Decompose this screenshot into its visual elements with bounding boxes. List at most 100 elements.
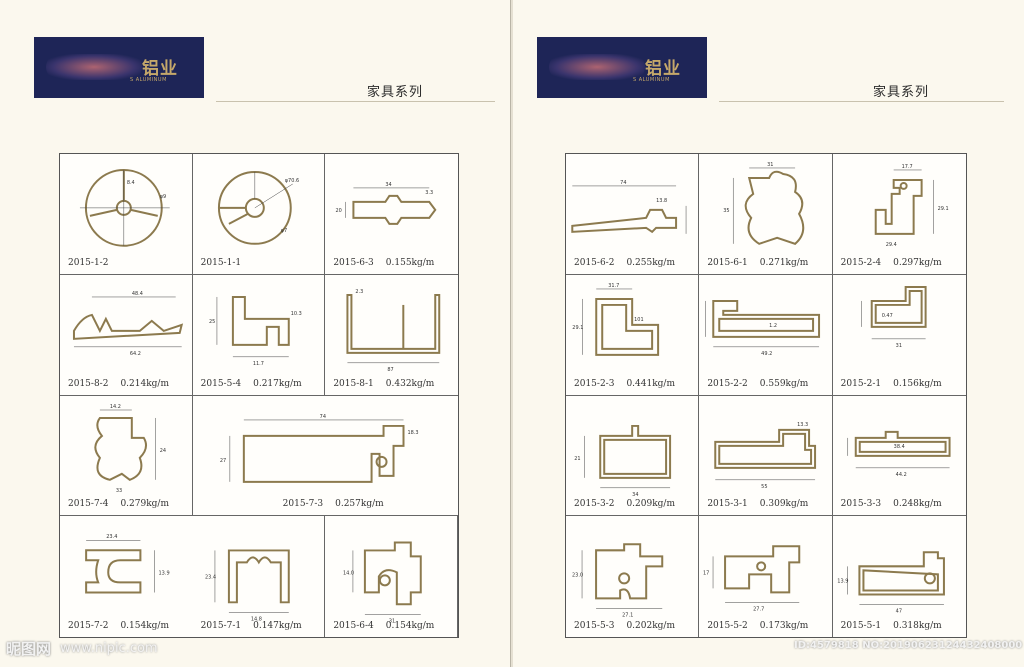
profile-drawing: 47 13.9 xyxy=(837,551,945,615)
profile-weight: 0.156kg/m xyxy=(893,378,942,389)
profile-weight: 0.217kg/m xyxy=(253,378,302,389)
svg-text:55: 55 xyxy=(762,483,768,489)
profile-cell: 23.4 14.8 2015-7-1 0.147kg/m xyxy=(193,516,326,637)
blurred-logo-mark xyxy=(549,54,645,80)
profile-drawing: 74 27 18.3 xyxy=(220,413,418,483)
profile-cell: 8.4 φ9 2015-1-2 xyxy=(60,154,193,275)
profile-weight: 0.209kg/m xyxy=(626,499,675,510)
profile-weight: 0.248kg/m xyxy=(893,499,942,510)
svg-text:35: 35 xyxy=(724,208,730,214)
svg-text:101: 101 xyxy=(634,317,643,323)
svg-text:φ7: φ7 xyxy=(280,228,286,234)
svg-text:21: 21 xyxy=(574,455,580,461)
profile-cell: φ70.6 φ7 2015-1-1 xyxy=(192,154,326,275)
profile-code: 2015-7-3 xyxy=(282,499,324,510)
svg-text:13.9: 13.9 xyxy=(837,579,848,585)
svg-text:17.7: 17.7 xyxy=(901,164,912,170)
profile-weight: 0.279kg/m xyxy=(120,499,169,510)
svg-text:23.0: 23.0 xyxy=(572,573,583,579)
profile-code: 2015-6-2 xyxy=(574,257,615,268)
svg-text:13.8: 13.8 xyxy=(656,198,667,204)
profile-weight: 0.147kg/m xyxy=(253,621,302,631)
logo-text-cn: 铝业 xyxy=(645,59,681,79)
svg-text:34: 34 xyxy=(632,491,638,497)
profile-code: 2015-3-2 xyxy=(574,499,615,510)
profile-weight: 0.559kg/m xyxy=(759,378,809,389)
svg-text:23.4: 23.4 xyxy=(205,575,216,581)
profile-weight: 0.297kg/m xyxy=(893,257,942,268)
svg-text:29.1: 29.1 xyxy=(572,325,583,331)
profile-cell: 74 27 18.3 2015-7-3 0.257kg/m xyxy=(192,396,458,517)
header-rule xyxy=(719,101,1004,102)
profile-grid-right: 74 13.8 2015-6-2 0.255kg/m 31 35 2015-6-1… xyxy=(565,153,967,638)
profile-weight: 0.271kg/m xyxy=(759,257,809,268)
watermark-url: www.nipic.com xyxy=(60,641,158,656)
profile-drawing: 23.0 27.1 xyxy=(572,543,664,619)
profile-code: 2015-1-2 xyxy=(68,257,109,268)
svg-text:1.2: 1.2 xyxy=(769,323,777,329)
profile-drawing: 55 13.3 xyxy=(714,421,817,489)
svg-text:87: 87 xyxy=(388,367,394,373)
profile-weight: 0.432kg/m xyxy=(385,378,435,389)
profile-code: 2015-7-4 xyxy=(68,499,109,510)
svg-text:17: 17 xyxy=(703,571,709,577)
profile-drawing: 34 20 3.3 xyxy=(336,182,437,225)
svg-text:74: 74 xyxy=(620,180,626,186)
profile-cell: 31 35 2015-6-1 0.271kg/m xyxy=(699,154,833,275)
svg-text:31.7: 31.7 xyxy=(608,283,619,289)
profile-drawing: 48.4 64.2 xyxy=(72,291,184,357)
svg-text:64.2: 64.2 xyxy=(130,351,141,357)
profile-code: 2015-8-1 xyxy=(333,378,374,389)
profile-drawing: 27.7 17 xyxy=(703,545,801,613)
profile-cell: 21 34 2015-3-2 0.209kg/m xyxy=(566,395,700,517)
profile-weight: 0.255kg/m xyxy=(626,257,675,268)
profile-drawing: 23.4 14.8 xyxy=(205,549,290,623)
svg-text:27.1: 27.1 xyxy=(622,613,633,619)
profile-drawing: 31 35 xyxy=(724,162,805,245)
watermark-site-name: 昵图网 xyxy=(6,640,52,658)
profile-code: 2015-7-1 xyxy=(200,621,242,631)
svg-text:47: 47 xyxy=(895,609,901,615)
profile-cell: 87 2.3 2015-8-1 0.432kg/m xyxy=(325,275,458,396)
svg-text:8.4: 8.4 xyxy=(127,180,135,186)
svg-text:20: 20 xyxy=(336,208,342,214)
blurred-logo-mark xyxy=(46,54,142,80)
svg-text:24: 24 xyxy=(160,447,166,453)
profile-code: 2015-2-1 xyxy=(840,378,882,389)
svg-text:2.3: 2.3 xyxy=(356,289,364,295)
profile-code: 2015-5-1 xyxy=(840,621,882,631)
profile-drawing: 8.4 φ9 xyxy=(79,168,170,247)
profile-code: 2015-6-4 xyxy=(333,621,374,631)
svg-text:44.2: 44.2 xyxy=(895,471,906,477)
profile-weight: 0.155kg/m xyxy=(385,257,435,268)
svg-text:10.3: 10.3 xyxy=(290,311,301,317)
logo-text-en: S ALUMINUM xyxy=(130,77,167,83)
svg-text:0.47: 0.47 xyxy=(881,313,892,319)
svg-text:38.4: 38.4 xyxy=(893,443,904,449)
profile-drawing: 14.0 31 xyxy=(343,541,423,625)
svg-text:31: 31 xyxy=(767,162,773,168)
svg-text:34: 34 xyxy=(386,182,392,188)
svg-text:33: 33 xyxy=(116,487,122,493)
profile-weight: 0.202kg/m xyxy=(626,621,675,631)
profile-drawing: 74 13.8 xyxy=(571,180,687,234)
series-title: 家具系列 xyxy=(873,85,930,100)
svg-text:3.3: 3.3 xyxy=(426,190,434,196)
svg-text:27.7: 27.7 xyxy=(753,607,764,613)
profile-code: 2015-2-4 xyxy=(840,257,882,268)
logo-text-cn: 铝业 xyxy=(142,59,178,79)
profile-weight: 0.257kg/m xyxy=(335,499,384,510)
profile-code: 2015-6-1 xyxy=(707,257,748,268)
svg-text:13.3: 13.3 xyxy=(797,421,808,427)
profile-drawing: 87 2.3 xyxy=(346,289,441,373)
profile-drawing: 17.7 29.1 29.4 xyxy=(874,164,948,248)
profile-code: 2015-2-3 xyxy=(574,378,615,389)
